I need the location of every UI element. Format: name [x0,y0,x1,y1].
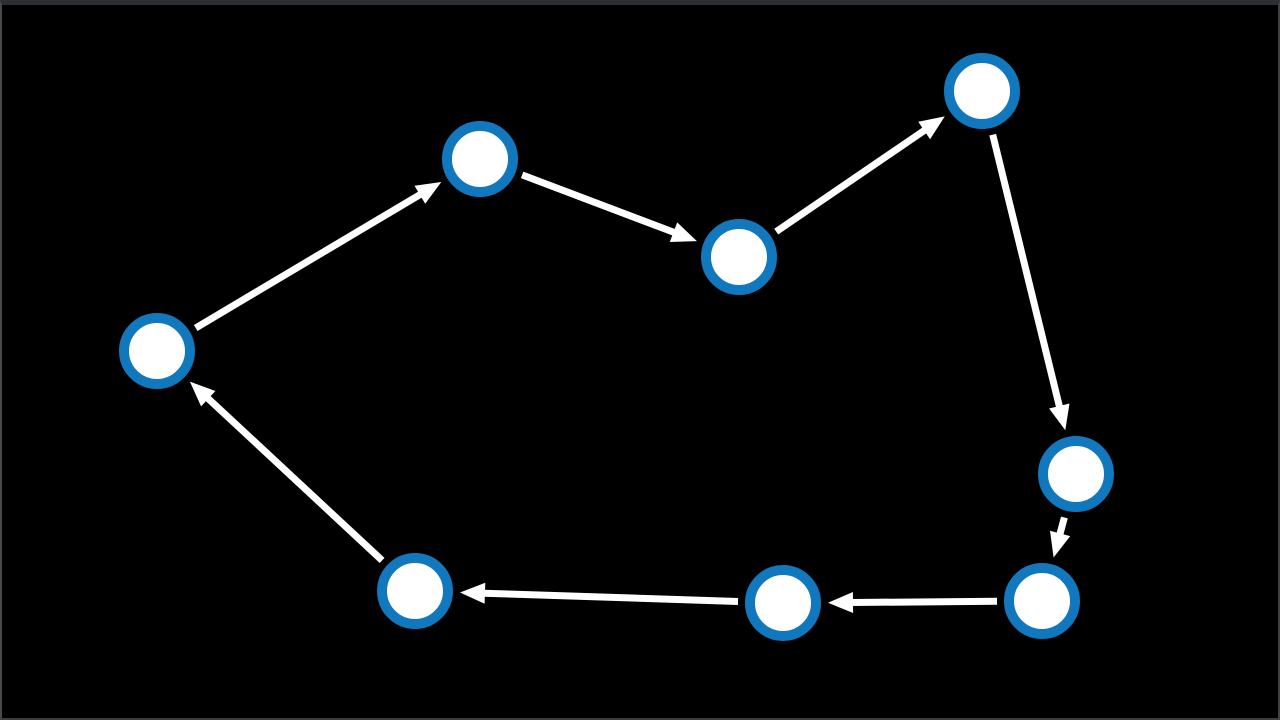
edge-line-n5-n6 [1056,516,1068,537]
edge-line-n4-n2 [193,190,424,332]
edge-arrowhead-n3-n1 [918,116,945,140]
edge-arrowhead-n7-n8 [460,582,486,604]
edge-line-n7-n8 [482,589,739,605]
edge-line-n6-n7 [850,597,998,606]
edge-line-n2-n3 [520,171,677,237]
graph-node-n3 [701,219,777,295]
edge-line-n1-n5 [989,133,1064,409]
graph-node-n6 [1004,563,1080,639]
edge-arrowhead-n2-n3 [669,222,697,242]
graph-node-n2 [442,121,518,197]
graph-node-n1 [944,53,1020,129]
graph-svg [119,53,1114,641]
edge-arrowhead-n8-n4 [189,381,216,407]
edge-arrowhead-n4-n2 [414,182,442,204]
edge-arrowhead-n5-n6 [1050,530,1071,558]
graph-node-n7 [745,565,821,641]
edge-arrowhead-n1-n5 [1049,403,1070,431]
graph-node-n8 [377,553,453,629]
edge-arrowhead-n6-n7 [828,592,854,613]
graph-node-n4 [119,313,195,389]
graph-node-n5 [1038,436,1114,512]
edge-line-n3-n1 [774,126,928,235]
edge-line-n8-n4 [204,394,385,563]
